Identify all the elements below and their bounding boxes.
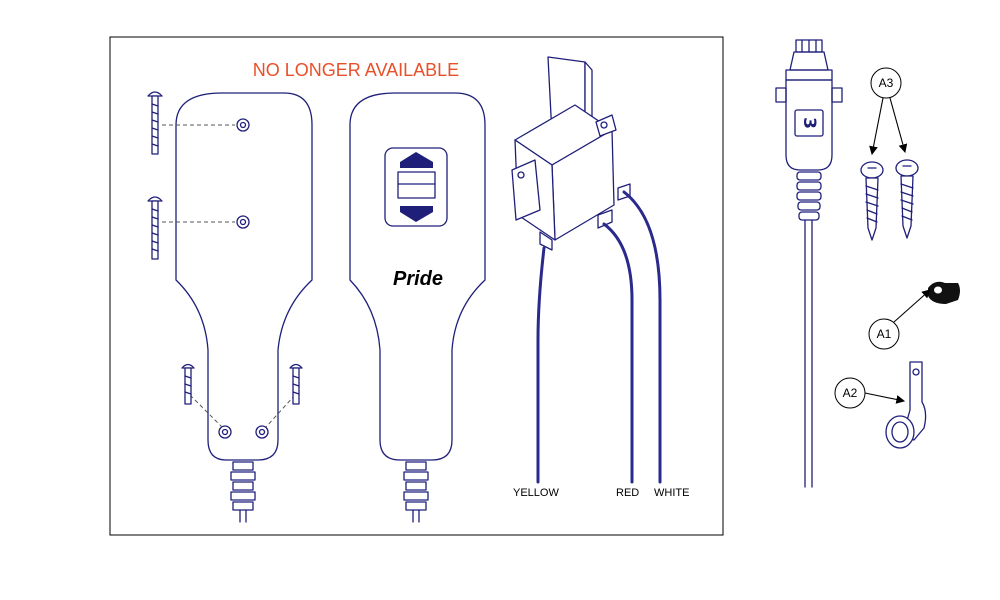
- pendant-back-housing: [162, 92, 313, 523]
- connector-number: 3: [799, 117, 819, 129]
- wire-label-red: RED: [616, 487, 639, 499]
- screw-hole-top: [236, 118, 250, 132]
- long-screw-middle: [147, 196, 163, 260]
- screw-hole-middle: [236, 215, 250, 229]
- short-screw-right: [289, 363, 303, 405]
- rocker-switch-assembly: [511, 56, 631, 251]
- a3-screw-right: [895, 159, 919, 239]
- discontinued-notice: NO LONGER AVAILABLE: [253, 60, 459, 80]
- a1-cable-clip: [928, 281, 960, 304]
- screw-hole-bottom-right: [255, 425, 269, 439]
- brand-logo: Pride: [393, 268, 443, 290]
- short-screw-left: [181, 363, 195, 405]
- long-screw-top: [147, 91, 163, 155]
- pendant-front-housing: Pride: [349, 92, 486, 523]
- wire-yellow: [536, 246, 546, 484]
- screw-hole-bottom-left: [218, 425, 232, 439]
- wire-label-white: WHITE: [654, 487, 689, 499]
- rocker-switch-window: [384, 147, 448, 227]
- diagram-frame: [109, 36, 724, 536]
- connector-cable: [804, 219, 813, 488]
- wire-red: [602, 222, 634, 484]
- a3-screw-left: [860, 161, 884, 241]
- wire-label-yellow: YELLOW: [513, 487, 559, 499]
- callout-a1: A1: [868, 289, 931, 350]
- svg-text:A3: A3: [879, 76, 894, 90]
- pendant-front-strain-relief: [403, 461, 429, 523]
- connector-plug: 3: [775, 39, 843, 171]
- a2-p-clamp: [885, 361, 927, 449]
- svg-text:A2: A2: [843, 386, 858, 400]
- callout-a2: A2: [834, 377, 906, 409]
- pendant-back-strain-relief: [230, 461, 256, 523]
- svg-text:A1: A1: [877, 327, 892, 341]
- callout-a3: A3: [869, 67, 908, 156]
- connector-strain-relief: [796, 171, 822, 221]
- wire-white: [622, 190, 662, 484]
